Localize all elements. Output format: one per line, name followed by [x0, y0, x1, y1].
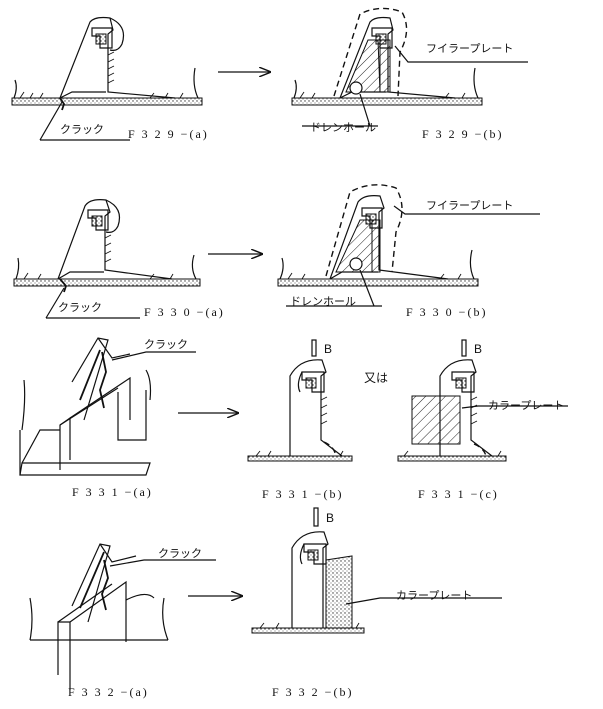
fig-332b-label: F 3 3 2 −(b) — [272, 685, 354, 699]
fig-331b-label: F 3 3 1 −(b) — [262, 487, 344, 501]
crack-label-331a: クラック — [144, 338, 188, 351]
fig-331a-label: F 3 3 1 −(a) — [72, 485, 153, 499]
fig-330b-label: F 3 3 0 −(b) — [406, 305, 488, 319]
fig-332a-drawing — [29, 543, 216, 690]
drain-hole-label-330b: ドレンホール — [290, 295, 356, 308]
crack-label-332a: クラック — [158, 547, 202, 560]
fig-329b-label: F 3 2 9 −(b) — [422, 127, 504, 141]
fig-331b-drawing — [247, 339, 353, 462]
fig-329a-drawing — [11, 16, 203, 141]
fig-330a-label: F 3 3 0 −(a) — [144, 305, 225, 319]
fig-329b-drawing — [291, 7, 528, 127]
or-label: 又は — [364, 371, 389, 385]
filler-plate-label-329b: フイラープレート — [426, 42, 514, 55]
fig-331c-label: F 3 3 1 −(c) — [418, 487, 499, 501]
section-b-label-331c: B — [474, 342, 483, 356]
collar-plate-label-332b: カラープレート — [396, 589, 473, 602]
crack-label-330a: クラック — [58, 301, 102, 314]
drain-hole-label-329b: ドレンホール — [310, 121, 376, 134]
fig-330a-drawing — [13, 199, 201, 319]
fig-330b-drawing — [277, 184, 540, 307]
section-b-label-331b: B — [324, 342, 333, 356]
collar-plate-label-331c: カラープレート — [488, 399, 565, 412]
fig-331c-drawing — [397, 339, 568, 462]
fig-332b-drawing — [251, 507, 502, 634]
filler-plate-label-330b: フイラープレート — [426, 199, 514, 212]
section-b-label-332b: B — [326, 511, 335, 525]
crack-label-329a: クラック — [60, 123, 104, 136]
fig-331a-drawing — [19, 337, 196, 476]
fig-332a-label: F 3 3 2 −(a) — [68, 685, 149, 699]
fig-329a-label: F 3 2 9 −(a) — [128, 127, 209, 141]
